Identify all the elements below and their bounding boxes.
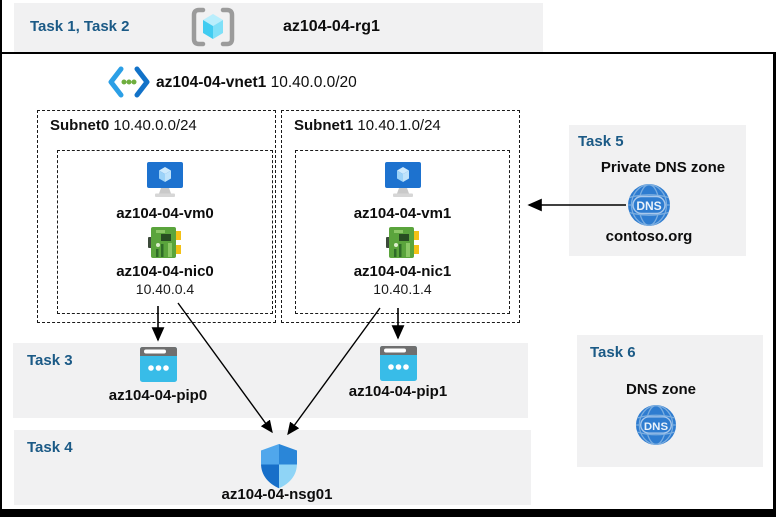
pip1-label: az104-04-pip1 [348, 383, 448, 400]
frame-bottom-border [0, 509, 776, 517]
nsg-label: az104-04-nsg01 [221, 486, 333, 503]
task5-label: Task 5 [578, 133, 624, 150]
vnet-icon [108, 66, 150, 98]
nic-icon [385, 226, 420, 259]
vnet-name: az104-04-vnet1 [156, 74, 267, 91]
task3-label: Task 3 [27, 352, 73, 369]
public-ip-icon [380, 346, 417, 381]
vm1-label: az104-04-vm1 [353, 205, 452, 222]
contoso-zone-label: contoso.org [605, 228, 693, 245]
task6-panel [577, 335, 763, 467]
task4-label: Task 4 [27, 439, 73, 456]
private-dns-zone-title: Private DNS zone [600, 159, 726, 176]
resource-group-name: az104-04-rg1 [283, 18, 380, 35]
task12-label: Task 1, Task 2 [30, 18, 130, 35]
vnet-title: az104-04-vnet1 10.40.0.0/20 [156, 74, 357, 92]
dns-icon: DNS [635, 404, 677, 446]
frame-right-border [773, 52, 776, 517]
resource-group-icon [190, 7, 236, 47]
vnet-cidr: 10.40.0.0/20 [270, 74, 357, 91]
subnet0-box: Subnet0 10.40.0.0/24 az104-04-vm0 [37, 110, 276, 323]
subnet1-label: Subnet1 10.40.1.0/24 [294, 117, 441, 134]
task3-band [13, 343, 528, 418]
dns-zone-title: DNS zone [625, 381, 696, 398]
vm0-group-box: az104-04-vm0 az104-04- [57, 150, 273, 314]
nic0-ip: 10.40.0.4 [135, 281, 195, 297]
vm-icon [146, 162, 184, 198]
subnet1-box: Subnet1 10.40.1.0/24 az104-04-vm1 [281, 110, 520, 323]
subnet0-label: Subnet0 10.40.0.0/24 [50, 117, 197, 134]
task12-band: Task 1, Task 2 az104-04-rg1 [14, 3, 543, 52]
frame-top-border [0, 52, 776, 54]
nic1-label: az104-04-nic1 [353, 263, 452, 280]
nic1-ip: 10.40.1.4 [373, 281, 432, 297]
pip0-label: az104-04-pip0 [108, 387, 208, 404]
vm0-label: az104-04-vm0 [116, 205, 214, 222]
nic-icon [148, 226, 182, 259]
dns-icon-text: DNS [636, 199, 661, 213]
dns-icon-text: DNS [644, 421, 669, 433]
nsg-icon [259, 443, 299, 489]
frame-left-border [0, 0, 2, 517]
nic0-label: az104-04-nic0 [116, 263, 214, 280]
task6-label: Task 6 [590, 344, 636, 361]
dns-icon: DNS [627, 183, 671, 227]
vm-icon [384, 162, 422, 198]
vm1-group-box: az104-04-vm1 az104-04- [295, 150, 510, 314]
public-ip-icon [140, 347, 177, 382]
